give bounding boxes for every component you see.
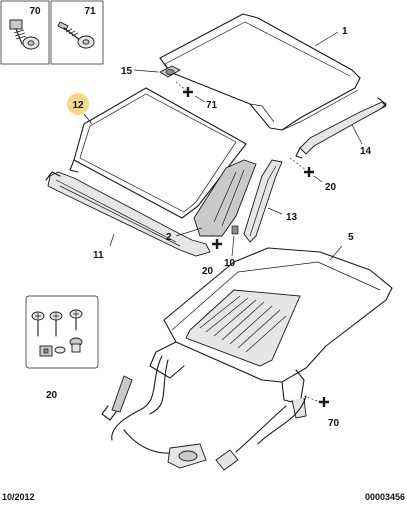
screw-icon-c — [69, 309, 83, 331]
washer-icon — [54, 346, 66, 354]
callout-20-kit: 20 — [46, 390, 58, 401]
callout-10: 10 — [224, 258, 236, 269]
callout-70-top: 70 — [29, 6, 41, 17]
weatherstrip-13 — [243, 159, 283, 243]
callout-2: 2 — [166, 232, 172, 243]
callout-12-highlight — [67, 93, 89, 115]
callout-5: 5 — [348, 232, 354, 243]
drain-valve — [167, 443, 207, 469]
callout-14: 14 — [360, 146, 372, 157]
plug-icon — [69, 337, 83, 353]
a-pillar-trim-2 — [193, 159, 257, 237]
screw-icon-a — [31, 311, 45, 337]
callout-70: 70 — [328, 418, 340, 429]
screw-icon-b — [49, 311, 63, 337]
roof-clip-15 — [159, 65, 181, 78]
nut-icon — [39, 345, 53, 357]
fastener-box-70: 70 — [0, 0, 50, 65]
screw-71-icon — [57, 21, 95, 49]
callout-12: 12 — [72, 100, 84, 111]
callout-71-top: 71 — [84, 6, 96, 17]
callout-71: 71 — [206, 100, 218, 111]
bolt-70-icon — [9, 19, 40, 50]
rear-folding-roof-5 — [149, 247, 393, 419]
callout-1: 1 — [342, 26, 348, 37]
callout-15: 15 — [121, 66, 133, 77]
fixing-point-71 — [175, 81, 193, 97]
windscreen-frame-11 — [45, 171, 211, 257]
drain-hoses — [101, 355, 307, 471]
callout-11: 11 — [93, 250, 104, 261]
callout-13: 13 — [286, 212, 298, 223]
footer-reference: 00003456 — [365, 492, 405, 502]
rear-window-lines — [199, 295, 287, 353]
callout-20-lower: 20 — [202, 266, 214, 277]
fastener-kit-20 — [25, 295, 99, 369]
fixing-point-20-lower — [212, 239, 222, 249]
footer-date: 10/2012 — [2, 492, 35, 502]
leader-1 — [314, 31, 339, 47]
fastener-box-71: 71 — [50, 0, 104, 65]
callout-20-upper: 20 — [325, 182, 337, 193]
fixing-point-20-upper — [289, 157, 314, 177]
clip-10 — [231, 225, 239, 235]
fixing-point-70 — [303, 395, 329, 407]
drip-rail-14 — [295, 97, 387, 159]
